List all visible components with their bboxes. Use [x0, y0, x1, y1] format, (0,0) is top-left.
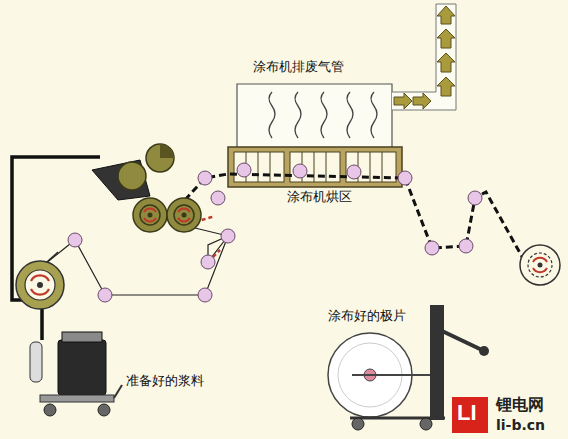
guide-rollers [68, 163, 482, 302]
unwind-reel [16, 261, 64, 309]
coating-head [92, 144, 201, 232]
exhaust-pipe [392, 4, 456, 110]
coated-web [185, 174, 540, 285]
heat-waves [269, 92, 377, 138]
logo-mark: LI [455, 400, 479, 425]
slurry-label: 准备好的浆料 [124, 374, 206, 389]
oven-label: 涂布机烘区 [285, 190, 354, 205]
watermark-url: li-b.cn [494, 417, 547, 433]
exhaust-hood [237, 84, 392, 147]
logo-box [452, 397, 488, 433]
slurry-tank [30, 332, 122, 416]
rewind-reel [520, 245, 560, 285]
slurry-pipe [12, 157, 100, 340]
drying-oven [228, 147, 402, 187]
exhaust-label: 涂布机排废气管 [251, 60, 346, 75]
watermark-name: 锂电网 [494, 396, 546, 414]
electrode-label: 涂布好的极片 [326, 309, 408, 324]
foil-web [40, 236, 228, 295]
airflow-arrows [394, 6, 455, 109]
